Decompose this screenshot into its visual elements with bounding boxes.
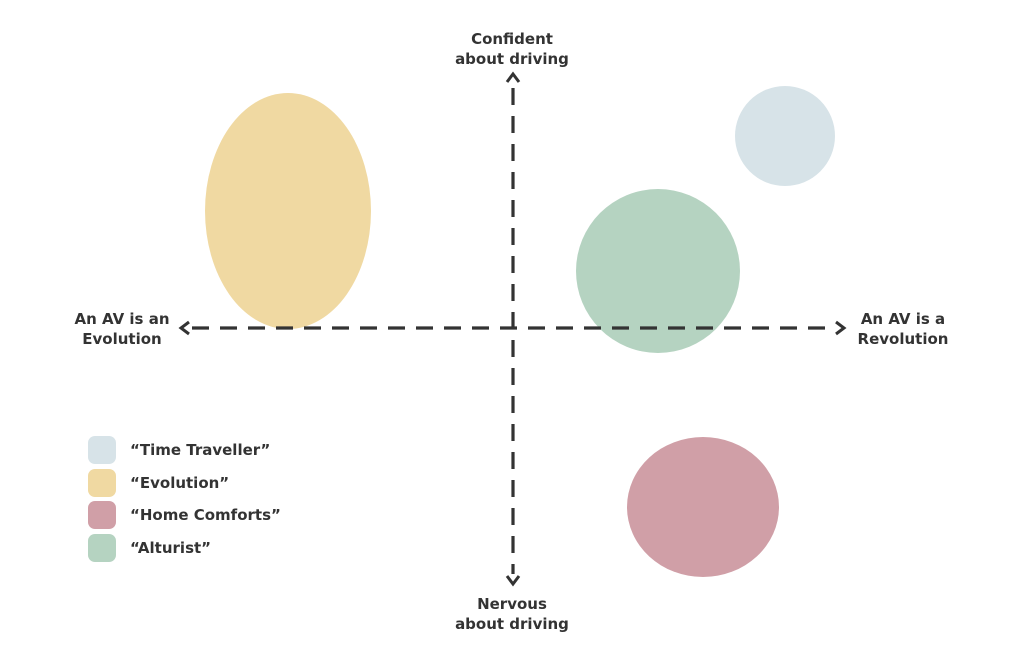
axis-label-top-line1: Confident [471, 30, 553, 48]
axes [178, 71, 847, 587]
legend-label: “Evolution” [130, 473, 230, 492]
legend-item-time-traveller: “Time Traveller” [88, 436, 281, 464]
axis-label-bottom-line2: about driving [455, 615, 569, 633]
legend-label: “Home Comforts” [130, 506, 281, 524]
axis-label-right-line1: An AV is a [860, 310, 946, 328]
legend-item-home-comforts: “Home Comforts” [88, 501, 281, 529]
bubble-home-comforts [627, 437, 779, 577]
axis-label-top: Confident about driving [412, 29, 612, 69]
axis-label-left-line2: Evolution [82, 330, 162, 348]
legend-swatch [88, 436, 116, 464]
arrow-right-icon [835, 320, 847, 336]
arrow-up-icon [505, 71, 521, 83]
axis-label-right: An AV is a Revolution [833, 309, 973, 349]
legend-label: “Time Traveller” [130, 441, 271, 459]
legend-label: “Alturist” [130, 538, 212, 557]
axis-label-bottom-line1: Nervous [477, 595, 547, 613]
bubble-alturist [576, 189, 740, 353]
axis-label-left-line1: An AV is an [74, 310, 170, 328]
arrow-left-icon [178, 320, 190, 336]
axis-label-bottom: Nervous about driving [412, 594, 612, 634]
axis-label-top-line2: about driving [455, 50, 569, 68]
legend-swatch [88, 468, 116, 497]
bubble-time-traveller [735, 86, 835, 186]
arrow-down-icon [505, 575, 521, 587]
legend-swatch [88, 501, 116, 529]
legend-swatch [88, 533, 116, 562]
axis-label-left: An AV is an Evolution [52, 309, 192, 349]
legend-item-evolution: “Evolution” [88, 468, 281, 497]
legend: “Time Traveller” “Evolution” “Home Comfo… [88, 436, 281, 566]
axis-label-right-line2: Revolution [857, 330, 949, 348]
bubble-evolution [205, 93, 371, 329]
legend-item-alturist: “Alturist” [88, 533, 281, 562]
